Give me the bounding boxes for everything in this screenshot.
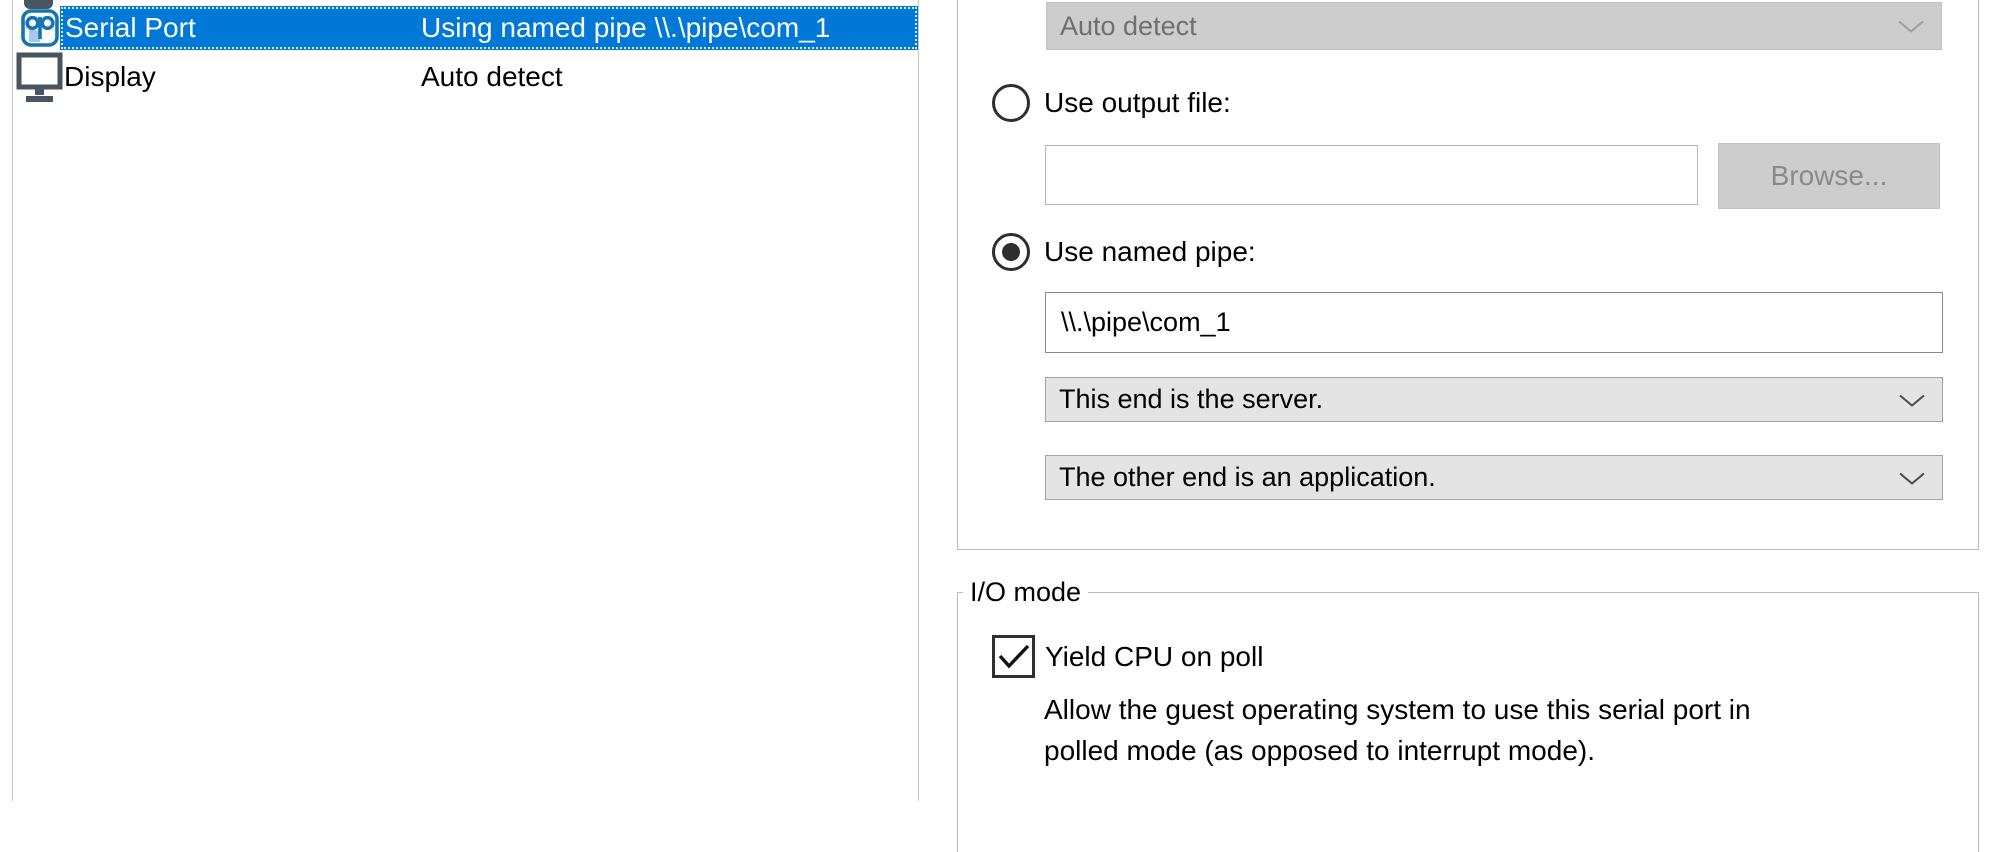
connection-groupbox — [957, 0, 1979, 550]
device-name: Serial Port — [65, 12, 196, 43]
chevron-down-icon — [1897, 11, 1925, 42]
output-file-input[interactable] — [1045, 145, 1698, 205]
io-mode-description-line2: polled mode (as opposed to interrupt mod… — [1044, 735, 1595, 766]
use-output-file-label[interactable]: Use output file: — [1044, 87, 1231, 118]
pipe-other-end-dropdown-value: The other end is an application. — [1059, 462, 1436, 492]
use-output-file-radio[interactable] — [992, 84, 1030, 122]
named-pipe-input[interactable]: \\.\pipe\com_1 — [1045, 292, 1943, 353]
chevron-down-icon — [1898, 462, 1926, 493]
pipe-other-end-dropdown[interactable]: The other end is an application. — [1045, 455, 1943, 500]
use-named-pipe-label[interactable]: Use named pipe: — [1044, 236, 1256, 267]
device-summary: Using named pipe \\.\pipe\com_1 — [421, 12, 831, 43]
cropped-device-icon — [24, 0, 53, 9]
yield-cpu-label[interactable]: Yield CPU on poll — [1045, 640, 1264, 672]
hardware-row-serial-port[interactable]: Serial Port Using named pipe \\.\pipe\co… — [14, 6, 918, 50]
io-mode-description-line1: Allow the guest operating system to use … — [1044, 694, 1751, 725]
browse-button[interactable]: Browse... — [1718, 143, 1940, 209]
display-icon — [16, 52, 63, 109]
hardware-list-left-border — [12, 0, 13, 801]
device-summary: Auto detect — [421, 61, 563, 92]
pipe-end-dropdown[interactable]: This end is the server. — [1045, 377, 1943, 422]
serial-port-icon — [20, 8, 60, 53]
device-type-dropdown: Auto detect — [1046, 2, 1942, 50]
named-pipe-input-value: \\.\pipe\com_1 — [1061, 307, 1231, 337]
device-type-dropdown-value: Auto detect — [1060, 10, 1197, 41]
io-mode-group-title: I/O mode — [963, 573, 1089, 611]
selected-row-highlight[interactable]: Serial Port Using named pipe \\.\pipe\co… — [60, 6, 918, 50]
hardware-row-display[interactable]: Display Auto detect — [14, 52, 918, 102]
use-named-pipe-radio[interactable] — [992, 233, 1030, 271]
io-mode-groupbox — [957, 592, 1979, 852]
chevron-down-icon — [1898, 384, 1926, 415]
yield-cpu-checkbox[interactable] — [992, 635, 1035, 678]
pipe-end-dropdown-value: This end is the server. — [1059, 384, 1324, 414]
device-name: Display — [64, 61, 156, 92]
hardware-list-divider — [918, 0, 919, 801]
checkmark-icon — [998, 644, 1029, 669]
radio-selected-dot — [1002, 243, 1020, 261]
